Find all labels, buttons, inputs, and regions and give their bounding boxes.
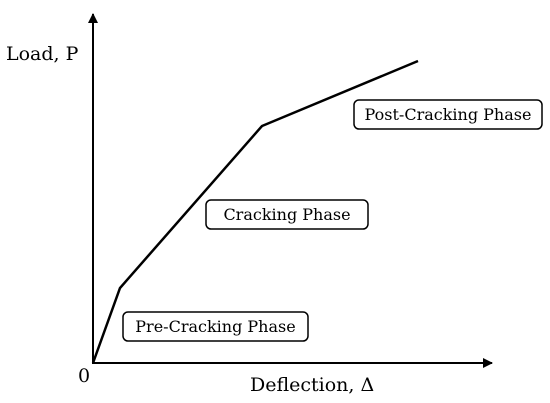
cracking-phase-label: Cracking Phase xyxy=(223,205,350,224)
pre-cracking-phase-box: Pre-Cracking Phase xyxy=(122,311,309,342)
load-deflection-curve xyxy=(91,59,419,364)
x-axis-label: Deflection, Δ xyxy=(250,374,374,396)
post-cracking-phase-label: Post-Cracking Phase xyxy=(365,105,532,124)
pre-cracking-phase-label: Pre-Cracking Phase xyxy=(135,317,295,336)
origin-label: 0 xyxy=(78,365,90,387)
post-cracking-phase-box: Post-Cracking Phase xyxy=(353,99,543,130)
y-axis-label: Load, P xyxy=(6,43,79,65)
cracking-phase-box: Cracking Phase xyxy=(205,199,369,230)
